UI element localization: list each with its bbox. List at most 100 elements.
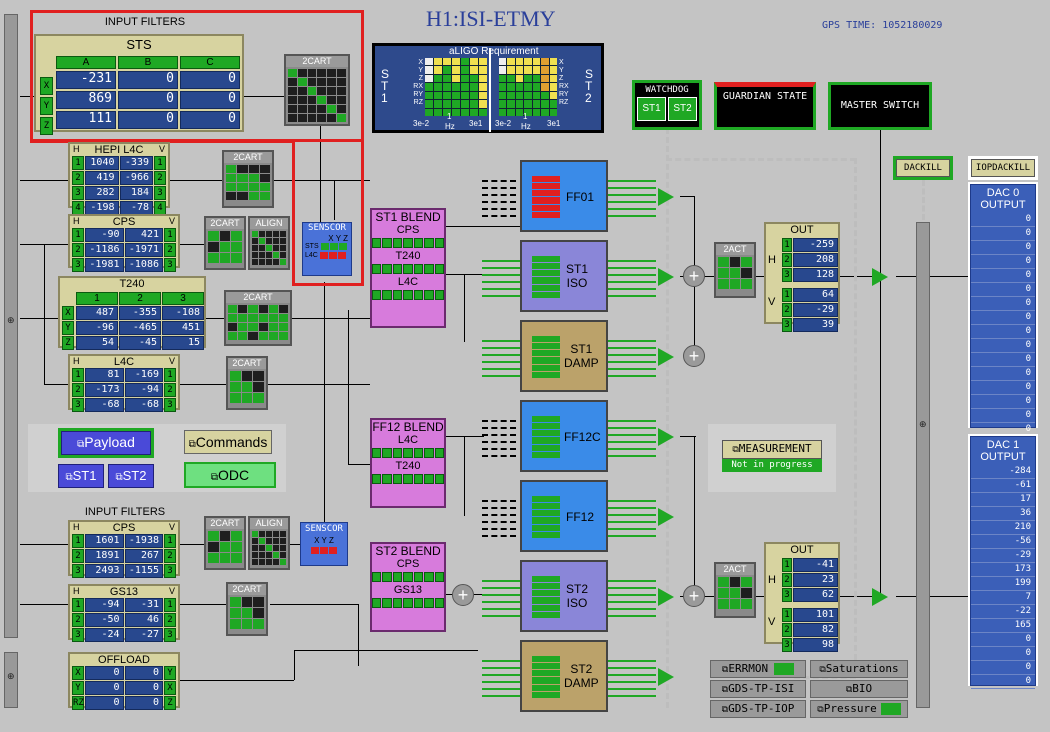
odc-button[interactable]: ⧉ODC [184, 462, 276, 488]
l4c-2cart-button[interactable]: 2CART [226, 356, 268, 410]
l4c-value: -173 [85, 383, 124, 397]
l4c-channel: 2 [72, 383, 84, 397]
ff12-filter[interactable]: FF12 [520, 480, 608, 552]
hep_l4c-value: -966 [119, 171, 153, 185]
watchdog-panel[interactable]: WATCHDOG ST1 ST2 [632, 80, 702, 130]
gs13-title: GS13 [109, 586, 139, 598]
hep_l4c-channel: 3 [72, 186, 84, 200]
st1-button[interactable]: ⧉ST1 [58, 464, 104, 488]
sts-2cart-button[interactable]: 2CART [284, 54, 350, 126]
hepi-l4c-title: HEPI L4C [94, 144, 144, 156]
senscor2-button[interactable]: SENSCOR X Y Z [300, 522, 348, 566]
sts-y-c: 0 [180, 91, 240, 109]
cps1-2cart-button[interactable]: 2CART [204, 216, 246, 270]
watchdog-st1[interactable]: ST1 [637, 97, 666, 121]
gain-triangle [658, 668, 674, 686]
out2-value: 101 [793, 608, 838, 622]
errmon-button[interactable]: ⧉ERRMON [710, 660, 806, 678]
gds-tp-isi-button[interactable]: ⧉GDS-TP-ISI [710, 680, 806, 698]
cps2-align-button[interactable]: ALIGN [248, 516, 290, 570]
sts-y-b: 0 [118, 91, 178, 109]
cps1-channel: 1 [72, 228, 84, 242]
sts-x-c: 0 [180, 71, 240, 89]
gds-tp-iop-button[interactable]: ⧉GDS-TP-IOP [710, 700, 806, 718]
dac1-channel-value: -284 [971, 465, 1035, 479]
cps2-channel: 3 [164, 564, 176, 578]
measurement-button[interactable]: ⧉MEASUREMENT [722, 440, 822, 459]
out2-channel: 3 [782, 638, 792, 652]
act-label: 2ACT [716, 244, 754, 255]
st1-damp-filter[interactable]: ST1 DAMP [520, 320, 608, 392]
bio-button[interactable]: ⧉BIO [810, 680, 908, 698]
dac0-channel-value: 0 [971, 381, 1035, 395]
dac0-channel-value: 0 [971, 395, 1035, 409]
st2-damp-filter[interactable]: ST2 DAMP [520, 640, 608, 712]
ff01-filter[interactable]: FF01 [520, 160, 608, 232]
iopdackill-button[interactable]: IOPDACKILL [968, 156, 1038, 180]
cps1-channel: 3 [164, 258, 176, 272]
payload-button[interactable]: ⧉Payload [61, 431, 151, 455]
l4c-value: -68 [124, 398, 163, 412]
l4c-value: 81 [85, 368, 124, 382]
right-scroll-bar[interactable]: ⊕ [916, 222, 930, 708]
dac0-channel-value: 0 [971, 255, 1035, 269]
cps1-value: 421 [124, 228, 163, 242]
gs13-2cart-button[interactable]: 2CART [226, 582, 268, 636]
sum-junction-st2-blend: + [452, 584, 474, 606]
dac1-channel-value: -22 [971, 605, 1035, 619]
dackill-button[interactable]: DACKILL [893, 156, 953, 180]
st2-blend[interactable]: ST2 BLEND CPS GS13 [370, 542, 446, 632]
gs13-channel: 2 [72, 613, 84, 627]
st1-blend[interactable]: ST1 BLEND CPS T240 L4C [370, 208, 446, 328]
hep_l4c-value: -78 [119, 201, 153, 215]
guardian-state[interactable]: GUARDIAN STATE [714, 82, 816, 130]
offload-value: 0 [85, 696, 124, 710]
commands-button[interactable]: ⧉Commands [184, 430, 272, 454]
page-title: H1:ISI-ETMY [426, 6, 556, 31]
st2-2act-button[interactable]: 2ACT [714, 562, 756, 618]
cps2-2cart-button[interactable]: 2CART [204, 516, 246, 570]
master-switch[interactable]: MASTER SWITCH [828, 82, 932, 130]
st1-iso-filter[interactable]: ST1 ISO [520, 240, 608, 312]
aligo-st1: S T 1 [381, 67, 390, 105]
cart-label: 2CART [286, 56, 348, 67]
l4c-value: -68 [85, 398, 124, 412]
saturations-button[interactable]: ⧉Saturations [810, 660, 908, 678]
left-scroll-bar-2[interactable]: ⊕ [4, 652, 18, 708]
gain-triangle [658, 268, 674, 286]
dac0-channel-value: 0 [971, 269, 1035, 283]
st1-2act-button[interactable]: 2ACT [714, 242, 756, 298]
cps1-value: -90 [85, 228, 124, 242]
t240-2cart-button[interactable]: 2CART [224, 290, 292, 346]
gs13-value: 46 [124, 613, 163, 627]
cps1-channel: 2 [164, 243, 176, 257]
sts-z-a: 111 [56, 111, 116, 129]
cps1-align-button[interactable]: ALIGN [248, 216, 290, 270]
left-scroll-bar[interactable]: ⊕ [4, 14, 18, 638]
sts-row-y: Y [40, 97, 53, 115]
hepi-2cart-button[interactable]: 2CART [222, 150, 274, 208]
st2-iso-filter[interactable]: ST2 ISO [520, 560, 608, 632]
cps1-channel: 2 [72, 243, 84, 257]
out1-channel: 2 [782, 253, 792, 267]
st2-button[interactable]: ⧉ST2 [108, 464, 154, 488]
dac0-channel-value: 0 [971, 311, 1035, 325]
ff12-blend[interactable]: FF12 BLEND L4C T240 [370, 418, 446, 508]
ff12c-filter[interactable]: FF12C [520, 400, 608, 472]
gain-triangle [658, 588, 674, 606]
dac1-channel-value: -29 [971, 549, 1035, 563]
out2-channel: 3 [782, 588, 792, 602]
watchdog-st2[interactable]: ST2 [668, 97, 697, 121]
senscor1-button[interactable]: SENSCOR X Y Z STS L4C [302, 222, 352, 276]
pressure-button[interactable]: ⧉Pressure [810, 700, 908, 718]
out2-channel: 1 [782, 558, 792, 572]
dac1-channel-value: 0 [971, 661, 1035, 675]
